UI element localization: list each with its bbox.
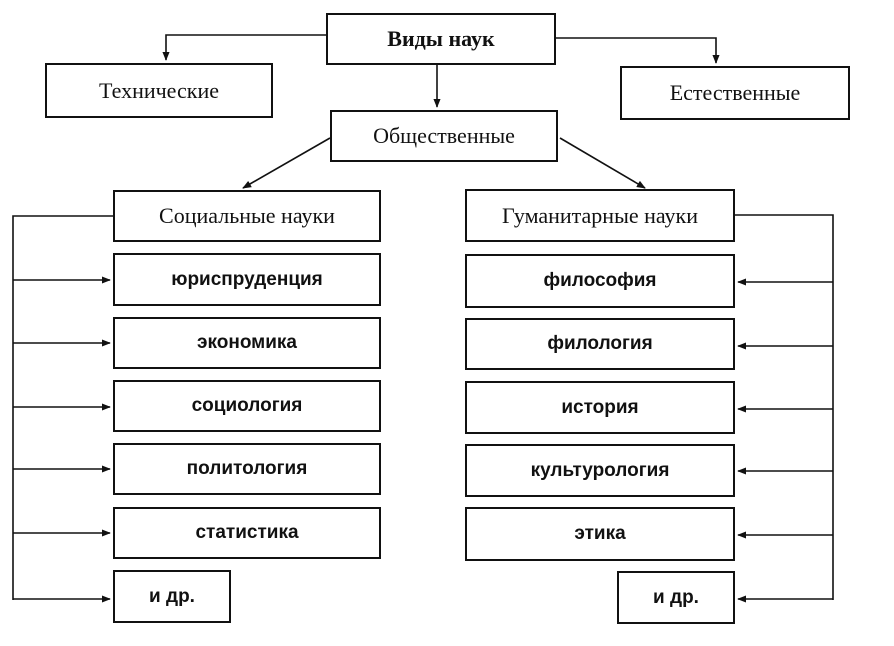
social-item: социология [113,380,381,432]
humanities-title: Гуманитарные науки [465,189,735,242]
arrow-root-technical [162,34,326,61]
social-item: статистика [113,507,381,559]
root-node: Виды наук [326,13,556,65]
natural-node: Естественные [620,66,850,120]
right-bracket-line [735,214,834,600]
social-item-etc: и др. [113,570,231,623]
technical-node: Технические [45,63,273,118]
social-item: экономика [113,317,381,369]
humanities-item-etc: и др. [617,571,735,624]
humanities-item: филология [465,318,735,370]
arrow-group-humanities [559,137,646,189]
social-sciences-title: Социальные науки [113,190,381,242]
humanities-item: история [465,381,735,434]
social-group-node: Общественные [330,110,558,162]
arrow-root-natural [556,37,720,64]
humanities-item: культурология [465,444,735,497]
social-item: юриспруденция [113,253,381,306]
arrow-group-social [242,137,331,189]
humanities-item: этика [465,507,735,561]
left-bracket-line [12,215,113,600]
social-item: политология [113,443,381,495]
humanities-item: философия [465,254,735,308]
